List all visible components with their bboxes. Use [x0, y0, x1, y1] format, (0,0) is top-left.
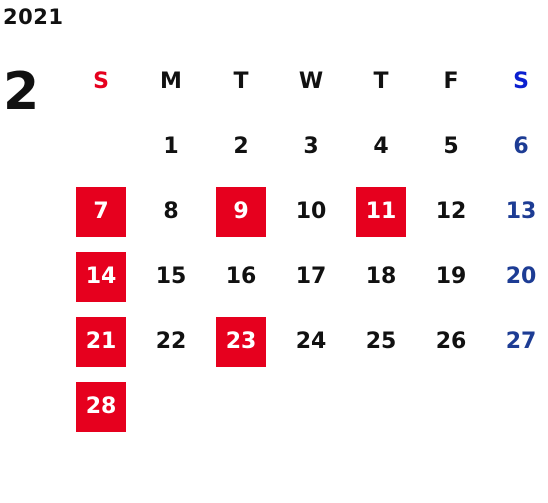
day-cell: 11	[346, 179, 416, 244]
day-number: 25	[365, 328, 397, 354]
day-cell: 25	[346, 309, 416, 374]
weekday-header-sat: S	[513, 68, 529, 94]
day-cell: 5	[416, 114, 486, 179]
day-number	[76, 122, 126, 172]
holiday-day-number: 9	[216, 186, 266, 237]
day-cell: 10	[276, 179, 346, 244]
day-cell: 22	[136, 309, 206, 374]
day-cell: 3	[276, 114, 346, 179]
empty-day-cell	[416, 374, 486, 439]
day-cell: 17	[276, 244, 346, 309]
day-cell: 21	[66, 309, 136, 374]
weekday-header-tue: T	[233, 68, 249, 94]
weekday-header-sun: S	[93, 68, 109, 94]
day-cell: 19	[416, 244, 486, 309]
empty-day-cell	[276, 374, 346, 439]
day-number: 24	[295, 328, 327, 354]
day-cell	[66, 114, 136, 179]
holiday-day-number: 21	[76, 316, 126, 367]
day-number: 20	[505, 263, 537, 289]
weekday-header-wed: W	[298, 68, 324, 94]
day-number: 1	[163, 133, 179, 159]
day-number: 2	[233, 133, 249, 159]
day-number: 22	[155, 328, 187, 354]
day-number: 17	[295, 263, 327, 289]
day-cell: 16	[206, 244, 276, 309]
day-number: 12	[435, 198, 467, 224]
weekday-header-fri: F	[443, 68, 459, 94]
weekday-header-thu: T	[373, 68, 389, 94]
day-cell: 14	[66, 244, 136, 309]
holiday-day-number: 7	[76, 186, 126, 237]
holiday-day-number: 11	[356, 186, 406, 237]
empty-day-cell	[136, 374, 206, 439]
year-label: 2021	[3, 5, 64, 29]
empty-day-cell	[486, 374, 548, 439]
day-cell: 26	[416, 309, 486, 374]
day-cell: 9	[206, 179, 276, 244]
day-number: 16	[225, 263, 257, 289]
day-cell: 27	[486, 309, 548, 374]
day-number: 3	[303, 133, 319, 159]
day-number: 4	[373, 133, 389, 159]
empty-day-cell	[206, 374, 276, 439]
calendar-grid: S M T W T F S 1 2 3 4 5 6 7 8 9 10 11 12…	[66, 48, 548, 439]
day-cell: 6	[486, 114, 548, 179]
day-cell: 2	[206, 114, 276, 179]
day-number: 6	[513, 133, 529, 159]
day-cell: 23	[206, 309, 276, 374]
day-number: 18	[365, 263, 397, 289]
day-number: 8	[163, 198, 179, 224]
day-cell: 1	[136, 114, 206, 179]
day-number: 26	[435, 328, 467, 354]
day-cell: 28	[66, 374, 136, 439]
day-cell: 7	[66, 179, 136, 244]
day-number: 5	[443, 133, 459, 159]
day-number: 27	[505, 328, 537, 354]
holiday-day-number: 23	[216, 316, 266, 367]
day-cell: 4	[346, 114, 416, 179]
day-cell: 8	[136, 179, 206, 244]
day-cell: 12	[416, 179, 486, 244]
day-cell: 20	[486, 244, 548, 309]
day-number: 10	[295, 198, 327, 224]
holiday-day-number: 14	[76, 251, 126, 302]
day-cell: 13	[486, 179, 548, 244]
weekday-header-mon: M	[160, 68, 182, 94]
month-number: 2	[3, 62, 40, 122]
day-number: 15	[155, 263, 187, 289]
day-number: 19	[435, 263, 467, 289]
day-number: 13	[505, 198, 537, 224]
day-cell: 15	[136, 244, 206, 309]
day-cell: 18	[346, 244, 416, 309]
empty-day-cell	[346, 374, 416, 439]
holiday-day-number: 28	[76, 381, 126, 432]
day-cell: 24	[276, 309, 346, 374]
